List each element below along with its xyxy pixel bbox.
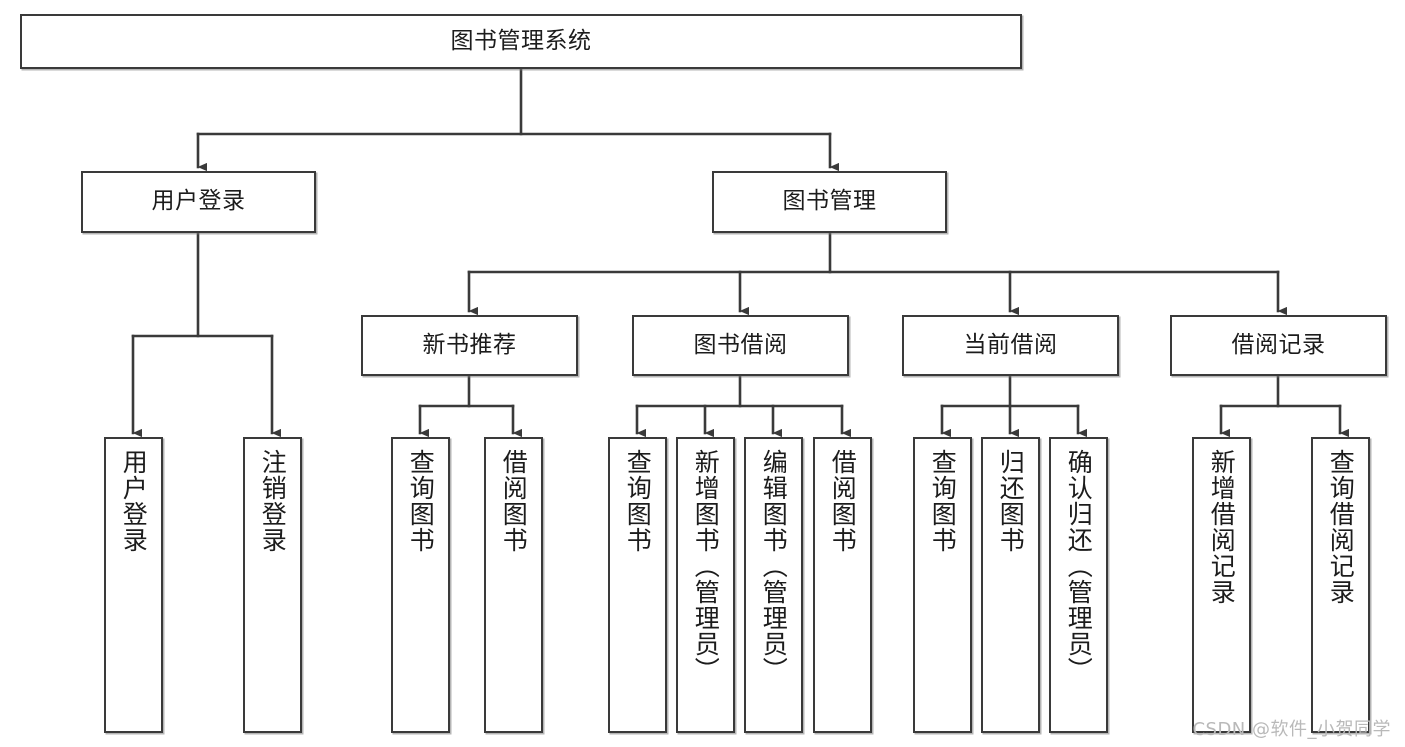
leaf-query-borrow-record[interactable]: 查询借阅记录 (1311, 437, 1370, 733)
node-borrow-record[interactable]: 借阅记录 (1170, 315, 1387, 376)
leaf-add-book-admin[interactable]: 新增图书（管理员） (676, 437, 735, 733)
node-label: 借阅图书 (828, 449, 858, 553)
leaf-query-book-new[interactable]: 查询图书 (391, 437, 450, 733)
leaf-logout[interactable]: 注销登录 (243, 437, 302, 733)
node-label: 新增借阅记录 (1207, 449, 1237, 605)
leaf-user-login[interactable]: 用户登录 (104, 437, 163, 733)
leaf-borrow-book-new[interactable]: 借阅图书 (484, 437, 543, 733)
node-label: 图书管理 (782, 188, 877, 215)
node-label: 用户登录 (151, 188, 246, 215)
node-label: 新增图书（管理员） (691, 449, 721, 683)
node-label: 查询借阅记录 (1326, 449, 1356, 605)
node-label: 借阅图书 (499, 449, 529, 553)
csdn-watermark: CSDN @软件_小贺同学 (1192, 719, 1391, 740)
node-user-login[interactable]: 用户登录 (81, 171, 316, 233)
leaf-query-book-borrow[interactable]: 查询图书 (608, 437, 667, 733)
node-new-book-recommend[interactable]: 新书推荐 (361, 315, 578, 376)
node-label: 归还图书 (996, 449, 1026, 553)
node-label: 查询图书 (623, 449, 653, 553)
node-book-management[interactable]: 图书管理 (712, 171, 947, 233)
node-label: 图书管理系统 (450, 27, 592, 54)
node-label: 新书推荐 (422, 331, 517, 358)
node-label: 查询图书 (928, 449, 958, 553)
node-label: 当前借阅 (963, 331, 1058, 358)
node-root-system[interactable]: 图书管理系统 (20, 14, 1022, 69)
leaf-add-borrow-record[interactable]: 新增借阅记录 (1192, 437, 1251, 733)
leaf-return-book[interactable]: 归还图书 (981, 437, 1040, 733)
leaf-borrow-book[interactable]: 借阅图书 (813, 437, 872, 733)
node-label: 确认归还（管理员） (1064, 449, 1094, 683)
leaf-query-book-current[interactable]: 查询图书 (913, 437, 972, 733)
node-book-borrow[interactable]: 图书借阅 (632, 315, 849, 376)
node-label: 查询图书 (406, 449, 436, 553)
node-label: 图书借阅 (693, 331, 788, 358)
leaf-edit-book-admin[interactable]: 编辑图书（管理员） (744, 437, 803, 733)
node-label: 编辑图书（管理员） (759, 449, 789, 683)
node-current-borrow[interactable]: 当前借阅 (902, 315, 1119, 376)
node-label: 用户登录 (119, 449, 149, 553)
leaf-confirm-return-admin[interactable]: 确认归还（管理员） (1049, 437, 1108, 733)
node-label: 借阅记录 (1231, 331, 1326, 358)
node-label: 注销登录 (258, 449, 288, 553)
